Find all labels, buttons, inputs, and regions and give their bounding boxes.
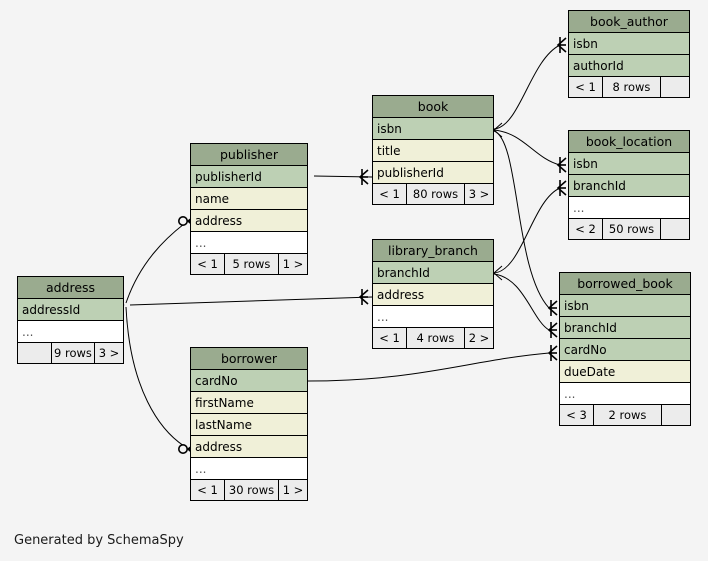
table-column[interactable]: lastName xyxy=(191,414,307,436)
table-column[interactable]: authorId xyxy=(569,55,689,77)
footer-rowcount: 80 rows xyxy=(407,184,465,204)
table-column-ellipsis: ... xyxy=(191,232,307,254)
footer-parents: < 1 xyxy=(191,254,225,274)
table-column[interactable]: dueDate xyxy=(560,361,690,383)
table-book-location[interactable]: book_location isbn branchId ... < 2 50 r… xyxy=(568,130,690,240)
footer-children xyxy=(661,77,689,97)
table-footer: < 1 5 rows 1 > xyxy=(191,254,307,274)
footer-rowcount: 8 rows xyxy=(603,77,661,97)
footer-rowcount: 5 rows xyxy=(225,254,279,274)
table-borrower[interactable]: borrower cardNo firstName lastName addre… xyxy=(190,347,308,501)
table-library-branch[interactable]: library_branch branchId address ... < 1 … xyxy=(372,239,494,349)
table-column[interactable]: isbn xyxy=(373,118,493,140)
table-footer: < 1 80 rows 3 > xyxy=(373,184,493,204)
table-book[interactable]: book isbn title publisherId < 1 80 rows … xyxy=(372,95,494,205)
footer-children: 3 > xyxy=(465,184,493,204)
footer-parents: < 1 xyxy=(569,77,603,97)
table-column[interactable]: branchId xyxy=(569,175,689,197)
footer-rowcount: 9 rows xyxy=(52,343,95,363)
table-column[interactable]: cardNo xyxy=(560,339,690,361)
table-title: book xyxy=(373,96,493,118)
table-column-ellipsis: ... xyxy=(373,306,493,328)
footer-children: 2 > xyxy=(465,328,493,348)
table-footer: < 1 8 rows xyxy=(569,77,689,97)
generated-by-label: Generated by SchemaSpy xyxy=(14,533,184,548)
footer-parents: < 1 xyxy=(373,184,407,204)
table-title: borrowed_book xyxy=(560,273,690,295)
table-footer: < 1 4 rows 2 > xyxy=(373,328,493,348)
footer-parents: < 1 xyxy=(191,480,225,500)
table-title: book_author xyxy=(569,11,689,33)
footer-parents: < 1 xyxy=(373,328,407,348)
table-borrowed-book[interactable]: borrowed_book isbn branchId cardNo dueDa… xyxy=(559,272,691,426)
footer-parents xyxy=(18,343,52,363)
table-column[interactable]: address xyxy=(191,436,307,458)
table-column[interactable]: publisherId xyxy=(191,166,307,188)
footer-parents: < 3 xyxy=(560,405,594,425)
table-column[interactable]: branchId xyxy=(560,317,690,339)
table-address[interactable]: address addressId ... 9 rows 3 > xyxy=(17,276,124,364)
footer-children xyxy=(662,405,690,425)
table-title: publisher xyxy=(191,144,307,166)
table-column[interactable]: publisherId xyxy=(373,162,493,184)
table-column[interactable]: firstName xyxy=(191,392,307,414)
table-column[interactable]: isbn xyxy=(560,295,690,317)
footer-parents: < 2 xyxy=(569,219,603,239)
table-title: borrower xyxy=(191,348,307,370)
table-column[interactable]: addressId xyxy=(18,299,123,321)
table-title: library_branch xyxy=(373,240,493,262)
table-footer: < 3 2 rows xyxy=(560,405,690,425)
table-column[interactable]: branchId xyxy=(373,262,493,284)
table-book-author[interactable]: book_author isbn authorId < 1 8 rows xyxy=(568,10,690,98)
table-title: book_location xyxy=(569,131,689,153)
footer-children: 1 > xyxy=(279,480,307,500)
footer-children: 3 > xyxy=(95,343,123,363)
table-column-ellipsis: ... xyxy=(191,458,307,480)
table-footer: 9 rows 3 > xyxy=(18,343,123,363)
footer-rowcount: 4 rows xyxy=(407,328,465,348)
footer-children: 1 > xyxy=(279,254,307,274)
table-publisher[interactable]: publisher publisherId name address ... <… xyxy=(190,143,308,275)
table-column[interactable]: address xyxy=(373,284,493,306)
table-column-ellipsis: ... xyxy=(560,383,690,405)
table-column[interactable]: name xyxy=(191,188,307,210)
table-column[interactable]: title xyxy=(373,140,493,162)
footer-rowcount: 50 rows xyxy=(603,219,661,239)
table-column-ellipsis: ... xyxy=(18,321,123,343)
table-column[interactable]: cardNo xyxy=(191,370,307,392)
table-column-ellipsis: ... xyxy=(569,197,689,219)
table-column[interactable]: address xyxy=(191,210,307,232)
table-footer: < 2 50 rows xyxy=(569,219,689,239)
table-column[interactable]: isbn xyxy=(569,153,689,175)
footer-rowcount: 2 rows xyxy=(594,405,662,425)
footer-children xyxy=(661,219,689,239)
table-footer: < 1 30 rows 1 > xyxy=(191,480,307,500)
footer-rowcount: 30 rows xyxy=(225,480,279,500)
table-title: address xyxy=(18,277,123,299)
table-column[interactable]: isbn xyxy=(569,33,689,55)
